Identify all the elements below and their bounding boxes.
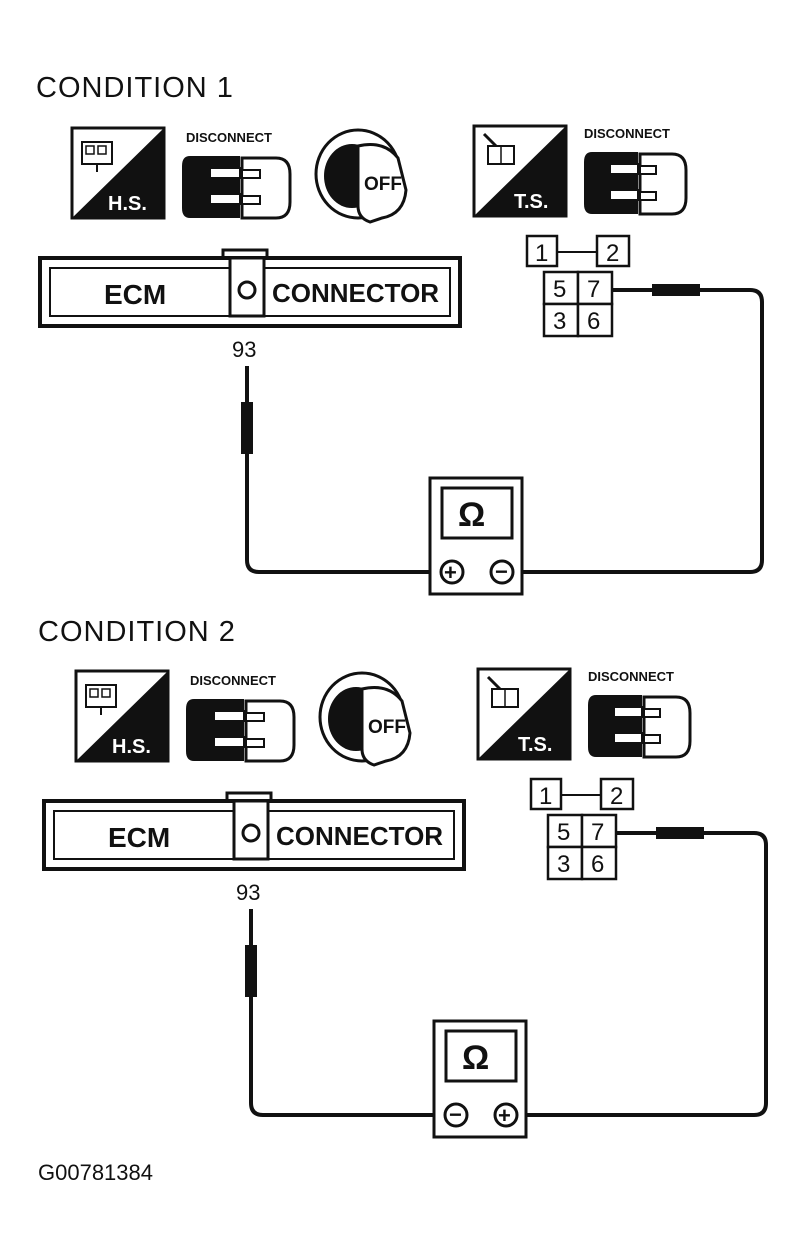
disconnect-label-right: DISCONNECT xyxy=(588,669,674,684)
pin-2: 2 xyxy=(606,240,619,267)
connector-label: CONNECTOR xyxy=(272,278,439,308)
probe-tip-left xyxy=(245,945,257,997)
probe-tip-left xyxy=(241,402,253,454)
ts-icon: T.S. xyxy=(476,667,572,761)
condition-2-title: CONDITION 2 xyxy=(38,616,236,648)
condition-1-diagram: H.S. DISCONNECT OFF T.S. xyxy=(38,124,764,596)
negative-terminal: − xyxy=(449,1102,462,1127)
condition-2-diagram: H.S. DISCONNECT OFF T.S. DISCONNEC xyxy=(42,667,768,1139)
ignition-key-off-icon: OFF xyxy=(314,128,408,224)
probe-wires xyxy=(249,831,768,1117)
disconnect-icon-right: DISCONNECT xyxy=(584,126,688,216)
hs-label: H.S. xyxy=(108,193,147,215)
key-off-label: OFF xyxy=(364,174,402,195)
pin-93-label: 93 xyxy=(236,880,260,905)
pin-5: 5 xyxy=(557,819,570,846)
ohm-symbol: Ω xyxy=(462,1039,489,1077)
negative-terminal: − xyxy=(495,559,508,584)
disconnect-label: DISCONNECT xyxy=(190,673,276,688)
ts-label: T.S. xyxy=(514,191,548,213)
ts-icon: T.S. xyxy=(472,124,568,218)
hs-icon: H.S. xyxy=(70,126,166,220)
pin-3: 3 xyxy=(557,851,570,878)
pin-1: 1 xyxy=(535,240,548,267)
probe-tip-right xyxy=(656,827,704,839)
pin-93-label: 93 xyxy=(232,337,256,362)
pin-7: 7 xyxy=(591,819,604,846)
ecm-label: ECM xyxy=(104,279,166,310)
ecm-connector: ECM CONNECTOR xyxy=(42,791,466,871)
ecm-connector: ECM CONNECTOR xyxy=(38,248,462,328)
condition-1-title: CONDITION 1 xyxy=(36,72,234,104)
pin-5: 5 xyxy=(553,276,566,303)
pin-7: 7 xyxy=(587,276,600,303)
disconnect-label-right: DISCONNECT xyxy=(584,126,670,141)
positive-terminal: + xyxy=(498,1103,511,1128)
ts-label: T.S. xyxy=(518,734,552,756)
ecm-label: ECM xyxy=(108,822,170,853)
ohm-symbol: Ω xyxy=(458,496,485,534)
test-connector: 1 2 5 7 3 6 xyxy=(529,777,635,881)
ignition-key-off-icon: OFF xyxy=(318,671,412,767)
pin-3: 3 xyxy=(553,308,566,335)
figure-reference: G00781384 xyxy=(38,1160,153,1185)
pin-1: 1 xyxy=(539,783,552,810)
disconnect-icon: DISCONNECT xyxy=(182,130,292,220)
disconnect-label: DISCONNECT xyxy=(186,130,272,145)
ohmmeter: Ω + − xyxy=(428,476,524,596)
probe-tip-right xyxy=(652,284,700,296)
pin-2: 2 xyxy=(610,783,623,810)
hs-label: H.S. xyxy=(112,736,151,758)
disconnect-icon: DISCONNECT xyxy=(186,673,296,763)
pin-6: 6 xyxy=(587,308,600,335)
probe-wires xyxy=(245,288,764,574)
test-connector: 1 2 5 7 3 6 xyxy=(525,234,631,338)
key-off-label: OFF xyxy=(368,717,406,738)
pin-6: 6 xyxy=(591,851,604,878)
hs-icon: H.S. xyxy=(74,669,170,763)
ohmmeter: Ω − + xyxy=(432,1019,528,1139)
connector-label: CONNECTOR xyxy=(276,821,443,851)
disconnect-icon-right: DISCONNECT xyxy=(588,669,692,759)
positive-terminal: + xyxy=(444,560,457,585)
